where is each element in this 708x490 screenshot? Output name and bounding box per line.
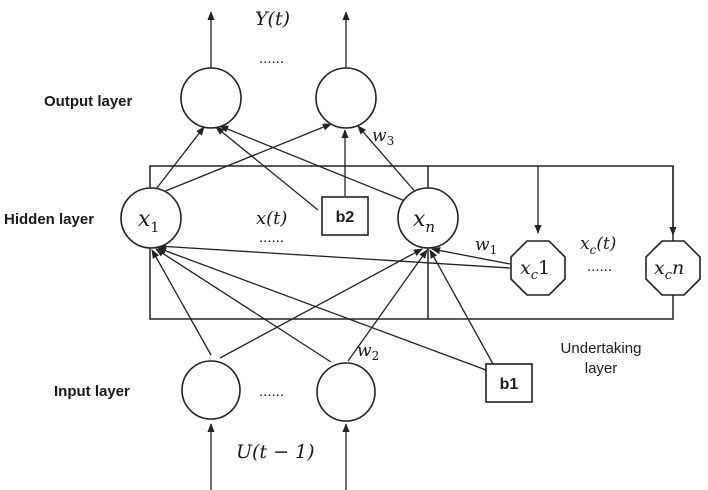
output-layer-label: Output layer: [44, 93, 133, 110]
bias-box-b2: [321, 196, 369, 236]
hidden-node-x1: [120, 187, 182, 249]
bias-label-b1: b1: [500, 376, 519, 393]
edge-i2-x1: [155, 248, 332, 363]
hidden-state-label: x(t): [256, 208, 287, 229]
edge-i2-xn: [347, 249, 428, 362]
hidden-node-xn: [397, 187, 459, 249]
context-node-xcn-label: xcn: [654, 257, 684, 283]
undertaking-layer-label-line2: layer: [585, 360, 618, 377]
edge-xc1-x1: [157, 242, 511, 269]
context-node-xc1: [510, 240, 566, 296]
edge-i1-x1: [151, 249, 212, 356]
edge-xn-o1: [219, 125, 411, 204]
context-state-label: xc(t): [580, 234, 616, 257]
output-node-n: [315, 67, 377, 129]
input-node-n: [316, 362, 376, 422]
edge-i1-xn: [219, 248, 423, 359]
edge-x1-o2: [162, 123, 332, 193]
weight-w2-label: w2: [357, 341, 379, 363]
edge-b2-o1: [215, 126, 319, 211]
input-signal-label: U(t − 1): [236, 441, 315, 463]
hidden-layer-label: Hidden layer: [4, 211, 94, 228]
edge-x1-o1: [152, 126, 205, 194]
hidden-node-xn-label: xn: [413, 207, 435, 236]
context-ellipsis: ......: [587, 258, 612, 275]
edge-b1-xn: [429, 249, 494, 365]
output-node-1: [180, 67, 242, 129]
edge-b1-x1: [157, 247, 487, 371]
context-node-xc1-label: xc1: [520, 257, 550, 283]
input-node-1: [181, 360, 241, 420]
output-ellipsis: ......: [259, 50, 284, 67]
bias-box-b1: [485, 363, 533, 403]
input-layer-label: Input layer: [54, 383, 130, 400]
hidden-node-x1-label: x1: [138, 207, 159, 236]
output-signal-label: Y(t): [255, 8, 290, 30]
edge-xn-o2: [357, 125, 419, 196]
undertaking-layer-label-line1: Undertaking: [561, 340, 642, 357]
edge-xc1-xn: [431, 246, 511, 265]
bias-label-b2: b2: [336, 209, 355, 226]
context-node-xcn: [645, 240, 701, 296]
weight-w1-label: w1: [475, 235, 497, 257]
hidden-ellipsis: ......: [259, 229, 284, 246]
weight-w3-label: w3: [372, 126, 394, 148]
input-ellipsis: ......: [259, 383, 284, 400]
